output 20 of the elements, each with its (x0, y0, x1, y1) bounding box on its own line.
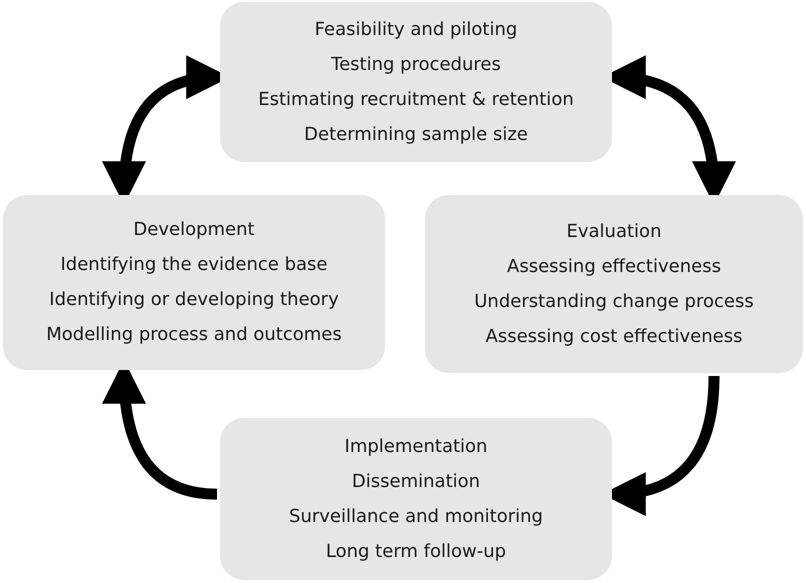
rounded-box (3, 195, 385, 370)
rounded-box (425, 195, 803, 373)
rounded-box (220, 418, 612, 580)
text-line: Long term follow-up (326, 540, 506, 564)
text-line: Development (133, 218, 255, 242)
text-line: Modelling process and outcomes (46, 323, 342, 347)
text-line: Surveillance and monitoring (289, 504, 543, 528)
text-line: Estimating recruitment & retention (258, 88, 574, 112)
text-line: Understanding change process (474, 290, 754, 314)
text-line: Implementation (344, 434, 488, 458)
text-line: Testing procedures (331, 52, 501, 76)
text-line: Identifying or developing theory (49, 288, 339, 312)
text-line: Evaluation (566, 220, 662, 244)
text-line: Determining sample size (304, 122, 528, 146)
text-line: Dissemination (352, 470, 480, 494)
text-line: Assessing cost effectiveness (486, 324, 742, 348)
text-line: Assessing effectiveness (507, 254, 721, 278)
text-line: Identifying the evidence base (60, 253, 328, 277)
text-line: Feasibility and piloting (314, 18, 518, 42)
rounded-box (220, 2, 612, 162)
